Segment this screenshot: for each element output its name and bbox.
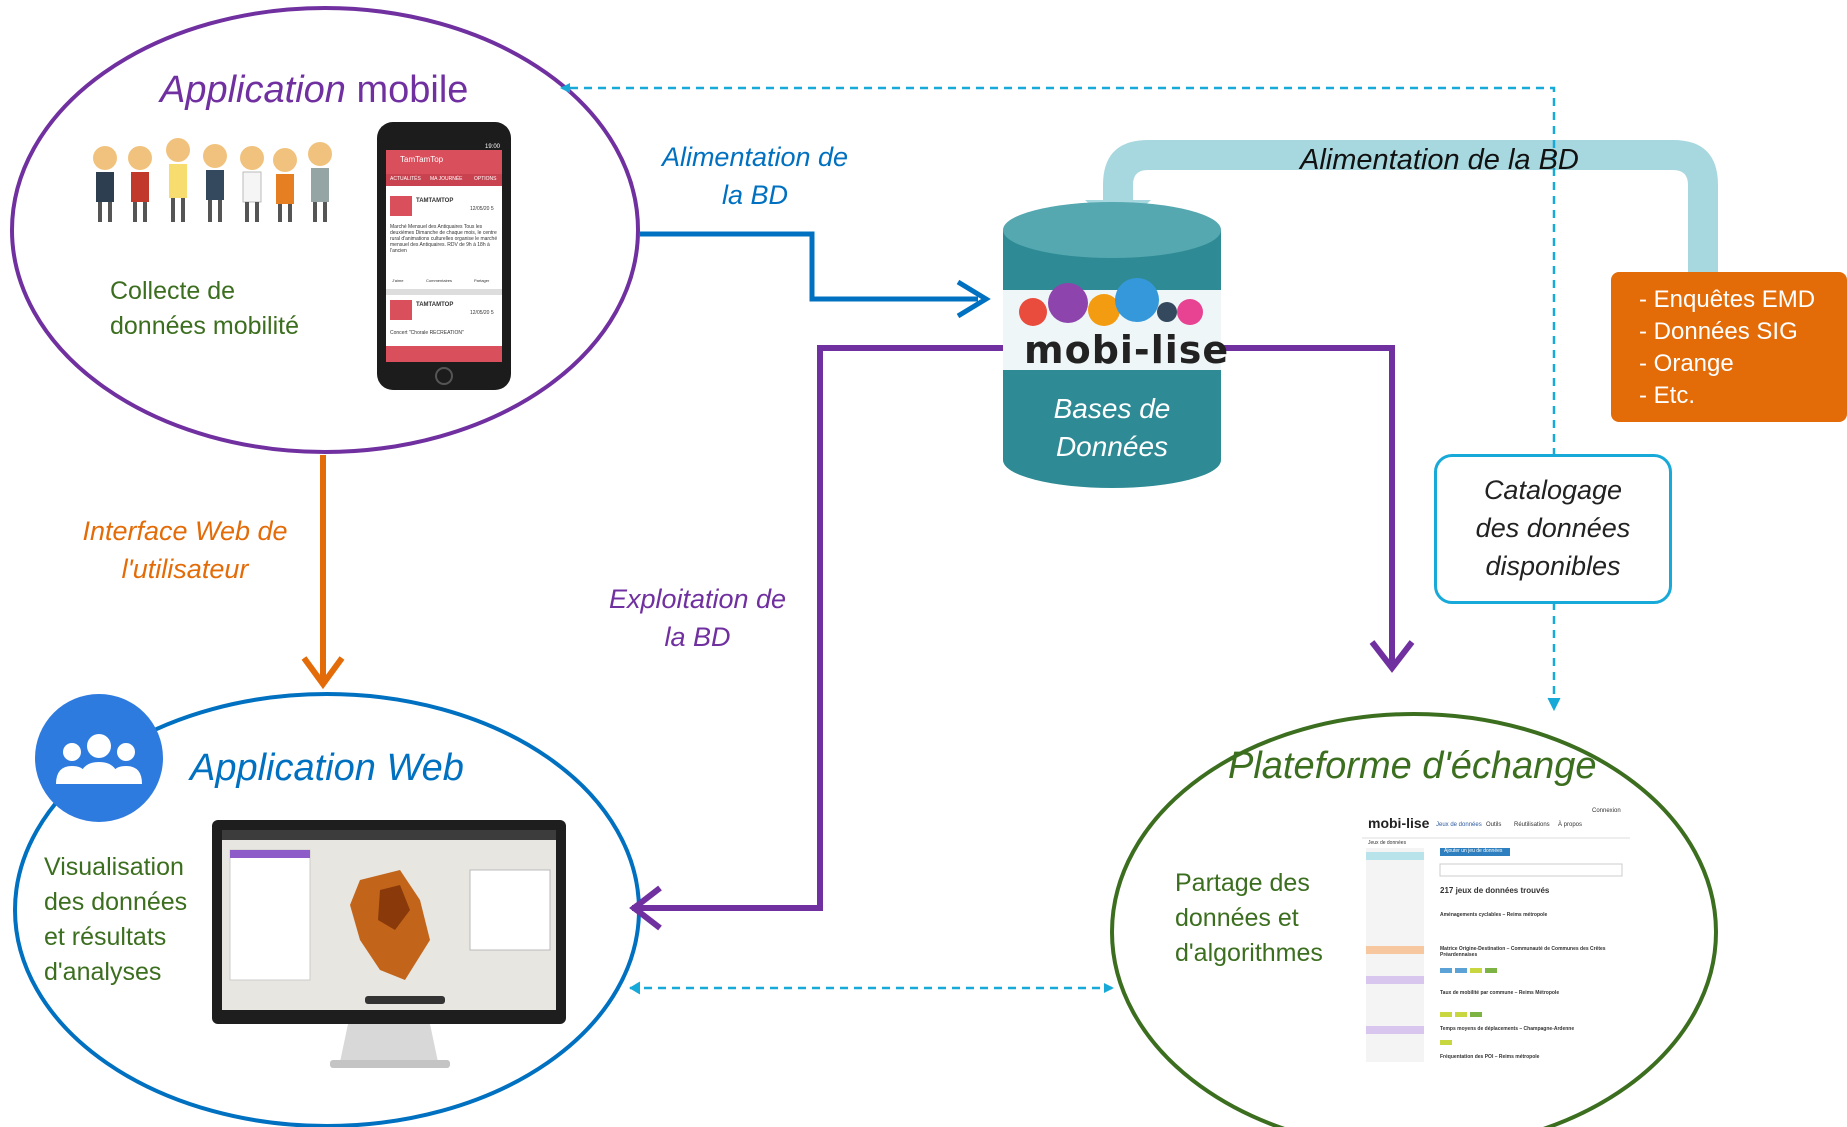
platform-ellipse (1110, 712, 1718, 1127)
db-platform-arrow (1221, 345, 1395, 665)
phone-tab-actualites: ACTUALITÉS (390, 176, 421, 182)
platform-nav-about: À propos (1558, 822, 1583, 828)
platform-dataset-4: Temps moyens de déplacements – Champagne… (1440, 1026, 1575, 1032)
platform-description: Partage des données et d'algorithmes (1175, 866, 1323, 971)
source-sig: - Données SIG (1639, 318, 1798, 345)
exploitation-line-2: la BD (664, 622, 731, 652)
alim-mobile-line-2: la BD (721, 180, 789, 210)
platform-nav-datasets: Jeux de données (1436, 822, 1482, 828)
phone-action-comments: Commentaires (426, 278, 453, 283)
phone-time: 19:00 (485, 144, 501, 150)
mobile-desc-line-1: Collecte de (110, 277, 236, 305)
platform-desc-line-2: données et (1175, 904, 1299, 932)
phone-post2-author: TAMTAMTOP (416, 302, 454, 308)
mobile-desc-line-2: données mobilité (110, 312, 300, 340)
phone-tab-options: OPTIONS (474, 176, 497, 182)
web-desc-line-2: des données (44, 888, 188, 916)
alim-mobile-label: Alimentation de la BD (640, 138, 870, 214)
alim-top-label: Alimentation de la BD (1300, 144, 1579, 176)
alim-mobile-arrowhead (956, 279, 991, 319)
interface-web-label: Interface Web de l'utilisateur (60, 512, 310, 588)
platform-breadcrumb: Jeux de données (1368, 840, 1407, 846)
dashed-top-line (560, 83, 1556, 708)
interface-web-line-1: Interface Web de (82, 516, 288, 546)
phone-post1-author: TAMTAMTOP (416, 198, 454, 204)
sources-box: - Enquêtes EMD - Données SIG - Orange - … (1611, 272, 1847, 422)
database-label-line-1: Bases de (1053, 393, 1171, 424)
phone-action-share: Partager (474, 278, 490, 283)
phone-post1-date: 12/05/20 5 (470, 206, 494, 212)
phone-tab-ma-journee: MA JOURNÉE (430, 176, 463, 182)
source-etc: - Etc. (1639, 382, 1696, 409)
web-app-title: Application Web (190, 747, 464, 789)
platform-nav-tools: Outils (1486, 822, 1502, 828)
people-illustration (93, 138, 332, 222)
platform-desc-line-1: Partage des (1175, 869, 1310, 897)
smartphone-mockup (377, 122, 511, 390)
web-desc-line-4: d'analyses (44, 958, 162, 986)
users-icon (35, 694, 163, 822)
alim-mobile-line-1: Alimentation de (661, 142, 849, 172)
dashed-bottom-arrowhead-left (629, 981, 641, 995)
exploitation-line-1: Exploitation de (608, 584, 787, 614)
catalog-line-2: des données (1475, 513, 1631, 543)
mobile-app-ellipse (10, 6, 640, 454)
catalog-box: Catalogage des données disponibles (1434, 454, 1672, 604)
exploitation-arrowhead (629, 885, 662, 931)
web-app-description: Visualisation des données et résultats d… (44, 850, 187, 990)
exploitation-arrow (632, 345, 1003, 911)
catalog-line-3: disponibles (1485, 551, 1621, 581)
platform-dataset-5: Fréquentation des POI – Reims métropole (1440, 1054, 1540, 1060)
platform-screenshot (1362, 804, 1630, 1066)
platform-dataset-1: Aménagements cyclables – Reims métropole (1440, 912, 1548, 918)
mobile-app-title-italic: Application (160, 69, 346, 111)
mobile-app-title-rest: mobile (345, 69, 469, 111)
platform-login: Connexion (1592, 808, 1621, 814)
interface-web-line-2: l'utilisateur (121, 554, 249, 584)
exploitation-label: Exploitation de la BD (590, 580, 805, 656)
source-emd: - Enquêtes EMD (1639, 286, 1816, 313)
mobile-app-title: Application mobile (160, 66, 468, 115)
database-label: Bases de Données (1028, 390, 1196, 466)
platform-add-button: Ajouter un jeu de données (1444, 848, 1503, 854)
platform-screenshot-logo: mobi-lise (1368, 815, 1430, 831)
phone-action-like: J'aime (392, 278, 404, 283)
platform-desc-line-3: d'algorithmes (1175, 939, 1323, 967)
platform-title: Plateforme d'échange (1228, 745, 1597, 787)
mobilise-db-logo-icons (1019, 278, 1203, 326)
platform-nav-reuses: Réutilisations (1514, 822, 1550, 828)
phone-post1-text: Marché Mensuel des Antiquaires Tous les … (390, 224, 498, 254)
phone-post2-date: 12/05/20 5 (470, 310, 494, 316)
web-desc-line-3: et résultats (44, 923, 167, 951)
database-logo-text: mobi-lise (1024, 328, 1230, 372)
platform-count: 217 jeux de données trouvés (1440, 886, 1550, 895)
platform-dataset-3: Taux de mobilité par commune – Reims Mét… (1440, 990, 1560, 996)
monitor-mockup (212, 820, 566, 1068)
phone-post2-text: Concert "Chorale RECREATION" (390, 330, 464, 336)
web-desc-line-1: Visualisation (44, 853, 184, 881)
platform-dataset-2: Matrice Origine-Destination – Communauté… (1440, 946, 1606, 958)
source-orange: - Orange (1639, 350, 1734, 377)
mobile-app-description: Collecte de données mobilité (110, 274, 299, 344)
dashed-top-arrowhead-down (1547, 697, 1561, 712)
database-label-line-2: Données (1055, 431, 1169, 462)
db-platform-arrowhead (1369, 640, 1415, 673)
alim-top-curved-arrow (1085, 140, 1718, 272)
alim-mobile-arrow (640, 231, 978, 302)
phone-app-name: TamTamTop (400, 155, 444, 164)
interface-web-arrowhead (301, 656, 345, 690)
catalog-line-1: Catalogage (1483, 475, 1623, 505)
